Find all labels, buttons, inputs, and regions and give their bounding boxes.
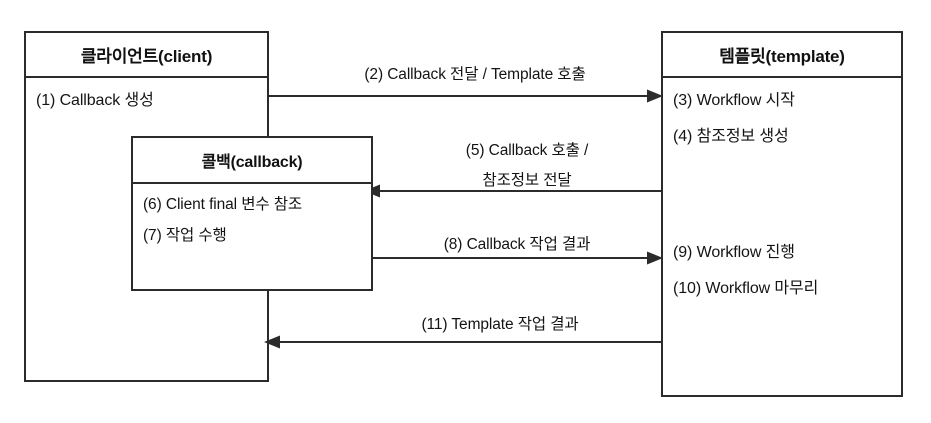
step-9: (9) Workflow 진행 bbox=[673, 244, 795, 261]
participant-header-client: 클라이언트(client) bbox=[26, 33, 267, 78]
participant-header-callback: 콜백(callback) bbox=[133, 138, 371, 184]
participant-box-callback: 콜백(callback) (6) Client final 변수 참조 (7) … bbox=[131, 136, 373, 291]
participant-body-template: (3) Workflow 시작 (4) 참조정보 생성 (9) Workflow… bbox=[663, 78, 901, 298]
message-label-5-line1: (5) Callback 호출 / bbox=[465, 142, 589, 159]
message-label-8-line1: (8) Callback 작업 결과 bbox=[443, 236, 591, 253]
message-arrow-8 bbox=[372, 251, 663, 265]
step-7: (7) 작업 수행 bbox=[143, 227, 227, 244]
message-label-11: (11) Template 작업 결과 bbox=[335, 312, 665, 334]
message-label-8: (8) Callback 작업 결과 bbox=[382, 232, 652, 254]
step-1: (1) Callback 생성 bbox=[36, 92, 154, 109]
message-label-2: (2) Callback 전달 / Template 호출 bbox=[305, 62, 645, 84]
participant-header-template: 템플릿(template) bbox=[663, 33, 901, 78]
message-arrow-2 bbox=[268, 89, 663, 103]
step-10: (10) Workflow 마무리 bbox=[673, 280, 819, 297]
message-arrow-11 bbox=[264, 335, 662, 349]
step-6: (6) Client final 변수 참조 bbox=[143, 196, 303, 213]
participant-body-client: (1) Callback 생성 bbox=[26, 78, 267, 110]
participant-box-template: 템플릿(template) (3) Workflow 시작 (4) 참조정보 생… bbox=[661, 31, 903, 397]
message-label-5: (5) Callback 호출 / 참조정보 전달 bbox=[392, 136, 662, 196]
participant-body-callback: (6) Client final 변수 참조 (7) 작업 수행 bbox=[133, 184, 371, 245]
step-3: (3) Workflow 시작 bbox=[673, 92, 795, 109]
message-label-5-line2: 참조정보 전달 bbox=[482, 172, 572, 189]
message-label-2-line1: (2) Callback 전달 / Template 호출 bbox=[364, 66, 586, 83]
message-label-11-line1: (11) Template 작업 결과 bbox=[421, 316, 579, 333]
step-4: (4) 참조정보 생성 bbox=[673, 128, 789, 145]
